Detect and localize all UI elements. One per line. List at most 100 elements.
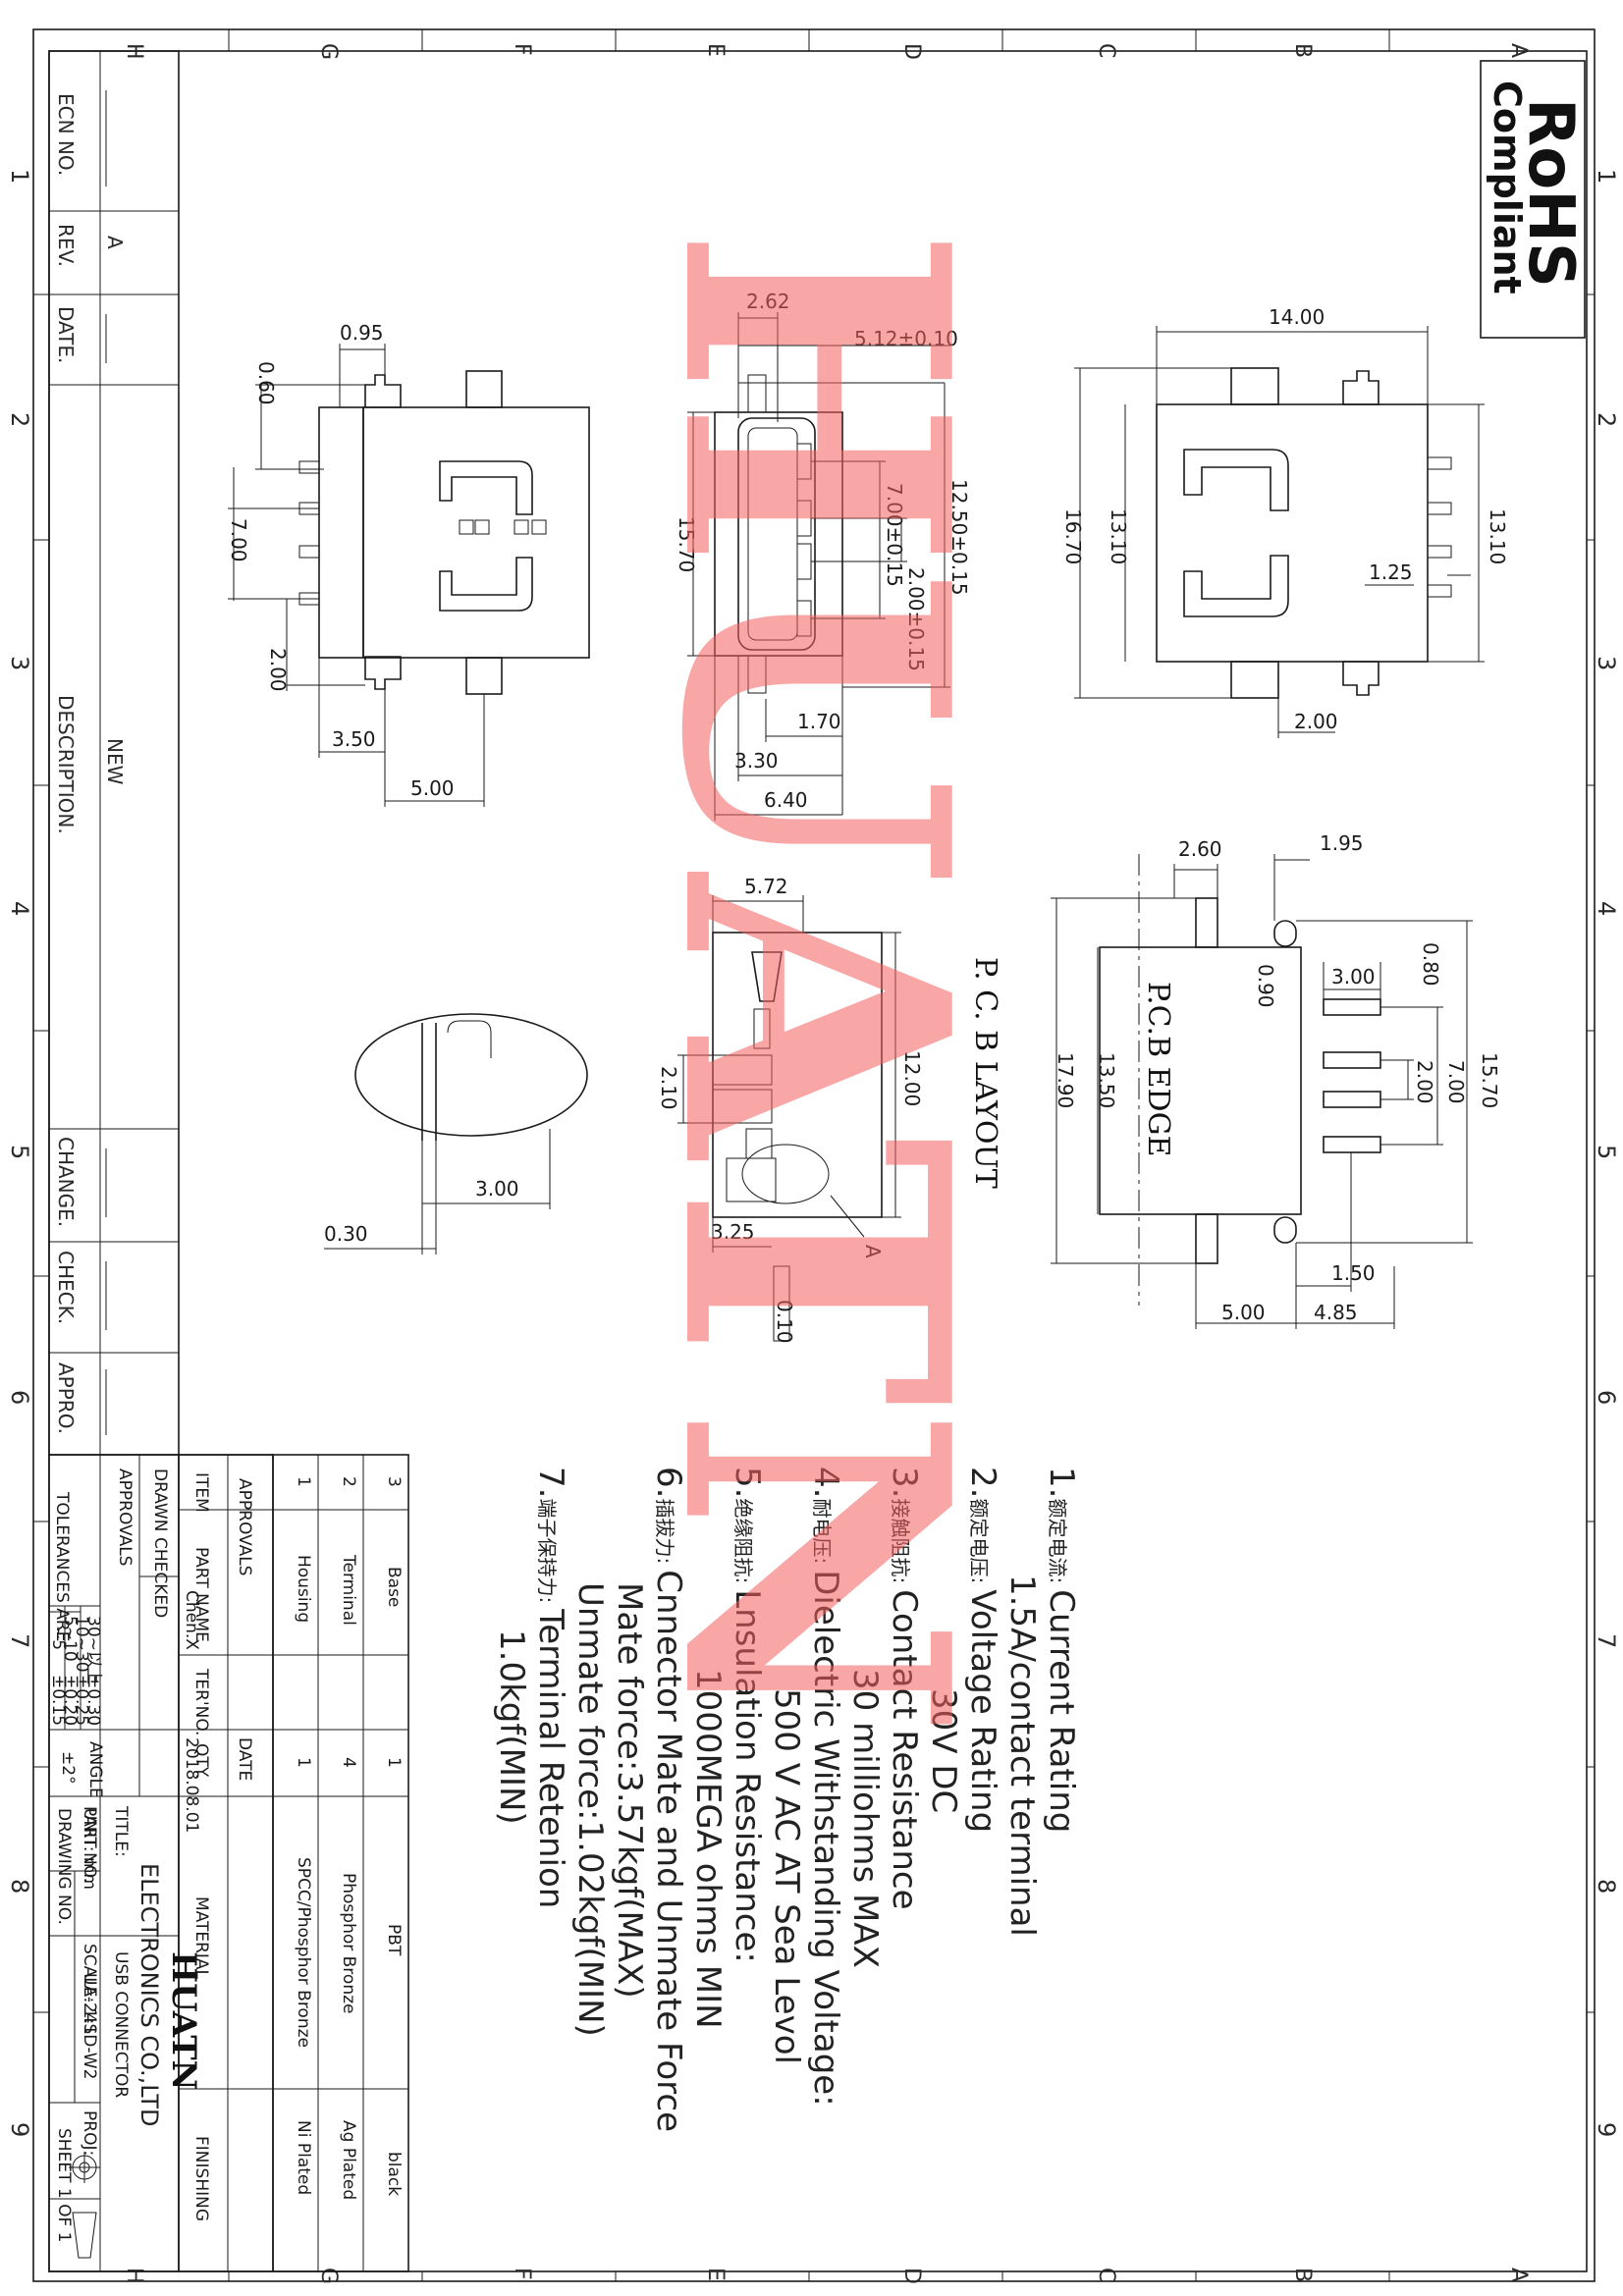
rev-description: NEW [103, 738, 127, 785]
col-number-8-left: 8 [6, 1879, 33, 1894]
rohs-badge: RoHS Compliant [1480, 60, 1587, 339]
top-view [1074, 326, 1485, 738]
projection-symbol-icon [69, 2152, 100, 2259]
row-letter-d-bottom: D [899, 2268, 924, 2284]
dim-pcb-1-95: 1.95 [1320, 831, 1364, 855]
row-letter-b-top: B [1290, 43, 1315, 58]
dim-front-5-12: 5.12±0.10 [854, 327, 958, 350]
dim-bottom-5-72: 5.72 [744, 875, 788, 898]
note-6: 6.插拔力:Cnnector Mate and Unmate Force [649, 1467, 688, 2132]
dim-bottom-2-10: 2.10 [657, 1066, 680, 1110]
note-6-value-1: Mate force:3.57kgf(MAX) [610, 1582, 649, 1999]
bom-header-ter-no: TER'NO. [191, 1668, 211, 1735]
dim-side-0-95: 0.95 [340, 321, 384, 345]
dim-detail-3-00: 3.00 [475, 1177, 519, 1201]
dim-pcb-5-00: 5.00 [1221, 1301, 1266, 1324]
dim-top-width: 14.00 [1269, 305, 1325, 329]
dim-top-tab-width: 2.00 [1294, 710, 1338, 733]
bom-row-3-part: Base [384, 1567, 404, 1607]
title-checked-label: CHECKED [150, 1537, 170, 1618]
tolerances-label: TOLERANCES ARE [52, 1491, 72, 1641]
col-number-7-left: 7 [6, 1633, 33, 1648]
bottom-view [677, 895, 901, 1342]
dim-top-body-length-right: 13.10 [1486, 508, 1509, 564]
dim-side-3-50: 3.50 [332, 727, 376, 751]
rev-header-date: DATE. [54, 306, 78, 363]
bom-row-2-material: Phosphor Bronze [339, 1873, 358, 2013]
tol-range-4: ~5 [48, 1626, 68, 1650]
dim-front-7-00: 7.00±0.15 [883, 483, 906, 587]
col-number-6-left: 6 [6, 1390, 33, 1405]
note-7-value: 1.0kgf(MIN) [492, 1629, 531, 1825]
title-date-header: DATE [235, 1737, 254, 1781]
dim-front-1-70: 1.70 [797, 710, 841, 733]
tol-range-1: 30~以上 [83, 1616, 103, 1684]
row-letter-g-top: G [316, 43, 341, 60]
dim-pcb-13-50: 13.50 [1095, 1052, 1118, 1108]
col-number-1-left: 1 [6, 169, 33, 184]
col-number-5-left: 5 [6, 1145, 33, 1159]
border-ticks [33, 29, 1595, 2281]
dim-side-5-00: 5.00 [410, 776, 455, 800]
note-2: 2.额定电压:Voltage Rating [963, 1467, 1002, 1833]
row-letter-a-top: A [1506, 43, 1531, 58]
note-3-value: 30 milliohms MAX [845, 1669, 885, 1968]
row-letter-a-bottom: A [1506, 2268, 1531, 2282]
side-view [228, 344, 590, 807]
bom-header-material: MATERIAL [191, 1896, 211, 1980]
col-number-9-right: 9 [1593, 2122, 1620, 2137]
row-letters: A B C D E F G H A B C D E F G H [122, 43, 1531, 2284]
title-drawn-date: 2018.08.01 [182, 1737, 201, 1833]
col-number-5-right: 5 [1593, 1145, 1620, 1159]
tol-range-3: 5~10 [60, 1616, 80, 1662]
row-letter-d-top: D [899, 43, 924, 60]
rev-header-rev: REV. [54, 224, 78, 267]
title-block [48, 1454, 180, 2272]
bom-row-2-part: Terminal [339, 1554, 358, 1626]
rev-header-appro: APPRO. [54, 1362, 78, 1434]
tol-value-2: ±0.25 [72, 1675, 91, 1726]
note-3: 3.接触阻抗:Contact Resistance [885, 1467, 924, 1910]
company-logo: HUATN [164, 1951, 203, 2091]
bom-row-1-part: Housing [294, 1555, 313, 1623]
row-letter-e-bottom: E [703, 2268, 728, 2281]
dim-front-6-40: 6.40 [764, 788, 808, 812]
spec-notes: 1.额定电流:Current Rating 1.5A/contact termi… [492, 1467, 1081, 2132]
col-number-2-left: 2 [6, 412, 33, 427]
dim-pcb-7-00: 7.00 [1444, 1060, 1468, 1104]
flatness-value: 0.10 [773, 1300, 796, 1344]
revision-table: ECN NO. REV. DATE. DESCRIPTION. CHANGE. … [48, 50, 180, 1456]
row-letter-e-top: E [703, 43, 728, 57]
dim-pcb-4-85: 4.85 [1314, 1301, 1358, 1324]
dim-pcb-15-70: 15.70 [1478, 1052, 1501, 1108]
row-letter-c-bottom: C [1094, 2268, 1118, 2282]
dim-front-2-00: 2.00±0.15 [904, 567, 928, 671]
col-number-4-left: 4 [6, 901, 33, 916]
note-4: 4.耐电压:Dielectric Withstanding Voltage: [806, 1467, 845, 2107]
dim-detail-0-30: 0.30 [324, 1222, 368, 1246]
note-4-value: 500 V AC AT Sea Levol [767, 1688, 806, 2064]
dim-top-overall-length: 16.70 [1061, 508, 1085, 564]
angle-label: ANGLE [85, 1741, 105, 1798]
note-2-value: 30V DC [924, 1688, 963, 1813]
col-number-3-left: 3 [6, 656, 33, 670]
note-6-value-2: Unmate force:1.02kgf(MIN) [570, 1582, 610, 2037]
bom-row-1-material: SPCC/Phosphor Bronze [294, 1857, 313, 2048]
bom-header-item: ITEM [191, 1472, 211, 1513]
rohs-subtitle: Compliant [1486, 80, 1529, 294]
bom-row-3-qty: 1 [384, 1757, 404, 1768]
part-no-value: UA-24SD-W2 [80, 1973, 99, 2079]
huatn-watermark: HUATN [601, 226, 1027, 1738]
row-letter-h-bottom: H [122, 2268, 146, 2284]
tol-value-4: ±0.15 [48, 1675, 68, 1726]
rohs-title: RoHS [1514, 98, 1587, 288]
dim-bottom-3-25: 3.25 [711, 1220, 755, 1244]
watermark-text: HUATN [601, 226, 1027, 1738]
title-drawn-label: DRAWN [150, 1468, 170, 1531]
pcb-layout-view [1051, 854, 1473, 1329]
title-label: TITLE: [111, 1805, 131, 1857]
bom-row-2-item: 2 [339, 1476, 358, 1487]
dim-pcb-2-60: 2.60 [1178, 837, 1222, 861]
unit-label: UNIT: mm [80, 1808, 99, 1890]
col-number-4-right: 4 [1593, 901, 1620, 916]
